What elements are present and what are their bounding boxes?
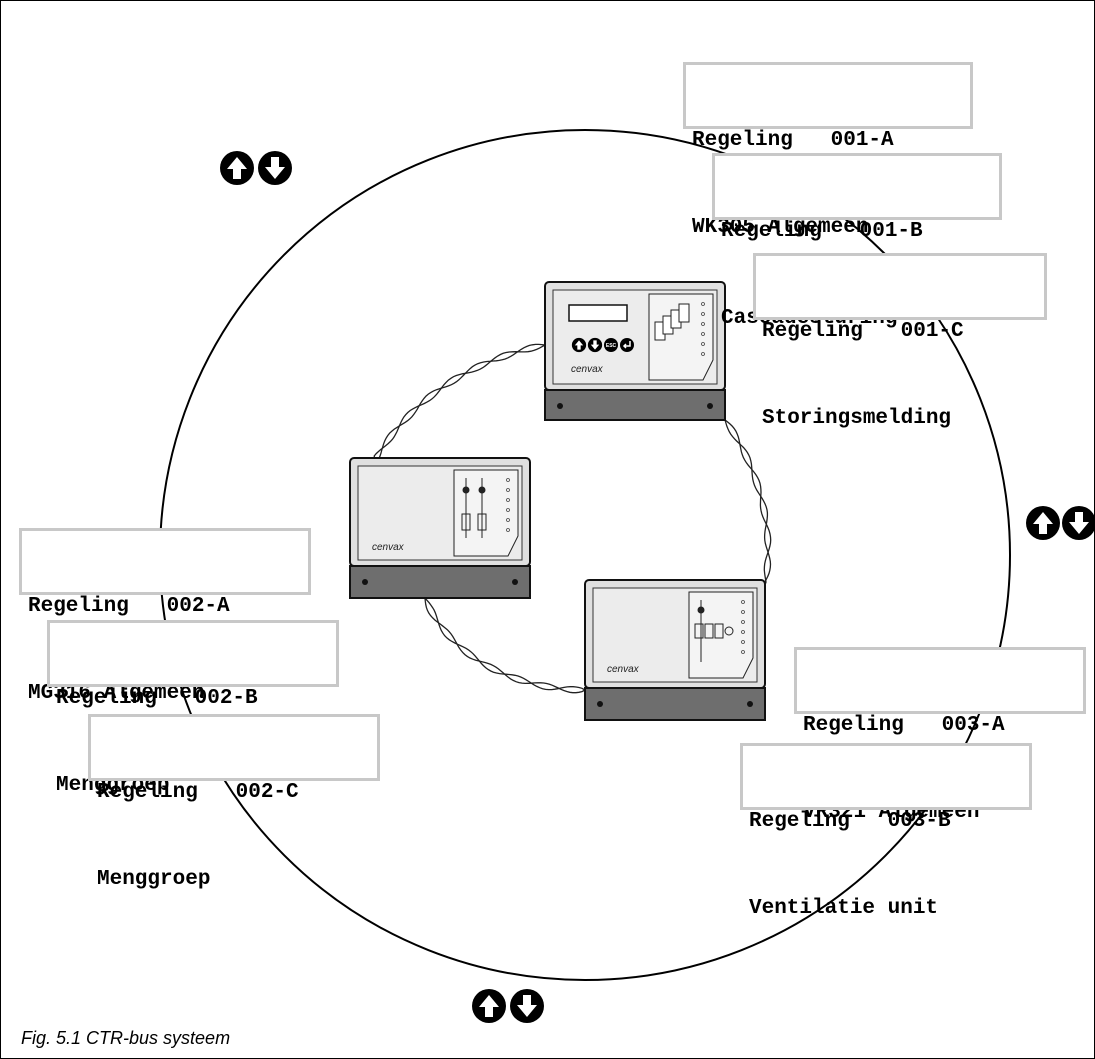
panel-line1: Regeling 001-A bbox=[692, 129, 894, 152]
panel-001-a: Regeling 001-A WK305 Algemeen bbox=[683, 62, 973, 239]
panel-line1: Regeling 003-B bbox=[749, 810, 951, 833]
arrow-down-circle-icon bbox=[258, 151, 292, 185]
brand-label: cenvax bbox=[571, 364, 604, 375]
arrow-pair-bottom bbox=[472, 989, 544, 1023]
panel-002-a: Regeling 002-A MG316 Algemeen bbox=[19, 528, 311, 705]
panel-line1: Regeling 003-A bbox=[803, 714, 1005, 737]
controller-wk305: ESC cenvax bbox=[544, 281, 726, 421]
panel-002-c: Regeling 002-C Menggroep bbox=[88, 714, 380, 891]
arrow-down-circle-icon bbox=[510, 989, 544, 1023]
panel-line2: MG316 Algemeen bbox=[28, 682, 205, 705]
panel-line2: Ventilatie unit bbox=[749, 897, 939, 920]
arrow-down-circle-icon bbox=[587, 337, 603, 353]
panel-001-c: Regeling 001-C Storingsmelding bbox=[753, 253, 1047, 430]
arrow-up-circle-icon bbox=[571, 337, 587, 353]
twisted-pair-cable bbox=[373, 343, 772, 694]
panel-003-b: Regeling 003-B Ventilatie unit bbox=[740, 743, 1032, 920]
figure-caption: Fig. 5.1 CTR-bus systeem bbox=[21, 1028, 231, 1048]
panel-001-b: Regeling 001-B Cascadesturing bbox=[712, 153, 1002, 330]
panel-002-b: Regeling 002-B Menggroep bbox=[47, 620, 339, 797]
panel-003-a: Regeling 003-A VR321 Algemeen bbox=[794, 647, 1086, 824]
twisted-wire bbox=[424, 597, 586, 691]
arrow-up-circle-icon bbox=[1026, 506, 1060, 540]
panel-line1: Regeling 002-A bbox=[28, 595, 230, 618]
arrow-up-circle-icon bbox=[472, 989, 506, 1023]
controller-vr321: cenvax bbox=[584, 579, 766, 721]
panel-line2: WK305 Algemeen bbox=[692, 216, 869, 239]
brand-label: cenvax bbox=[607, 664, 640, 675]
controller-mg316: cenvax bbox=[349, 457, 531, 599]
arrow-up-circle-icon bbox=[220, 151, 254, 185]
panel-line1: Regeling 002-B bbox=[56, 687, 258, 710]
arrow-pair-top-left bbox=[220, 151, 292, 185]
lcd-display bbox=[568, 304, 628, 322]
arrow-pair-right bbox=[1026, 506, 1095, 540]
enter-circle-icon bbox=[620, 338, 634, 352]
brand-label: cenvax bbox=[372, 542, 405, 553]
esc-circle-icon: ESC bbox=[604, 338, 618, 352]
svg-text:ESC: ESC bbox=[606, 343, 617, 349]
panel-line1: Regeling 001-C bbox=[762, 320, 964, 343]
panel-line2: Menggroep bbox=[97, 868, 211, 891]
panel-line2: Storingsmelding bbox=[762, 407, 952, 430]
panel-line1: Regeling 001-B bbox=[721, 220, 923, 243]
twisted-wire bbox=[373, 344, 546, 461]
twisted-wire bbox=[374, 343, 546, 461]
arrow-down-circle-icon bbox=[1062, 506, 1095, 540]
panel-line1: Regeling 002-C bbox=[97, 781, 299, 804]
twisted-wire bbox=[424, 597, 586, 694]
twisted-wire bbox=[724, 419, 772, 586]
